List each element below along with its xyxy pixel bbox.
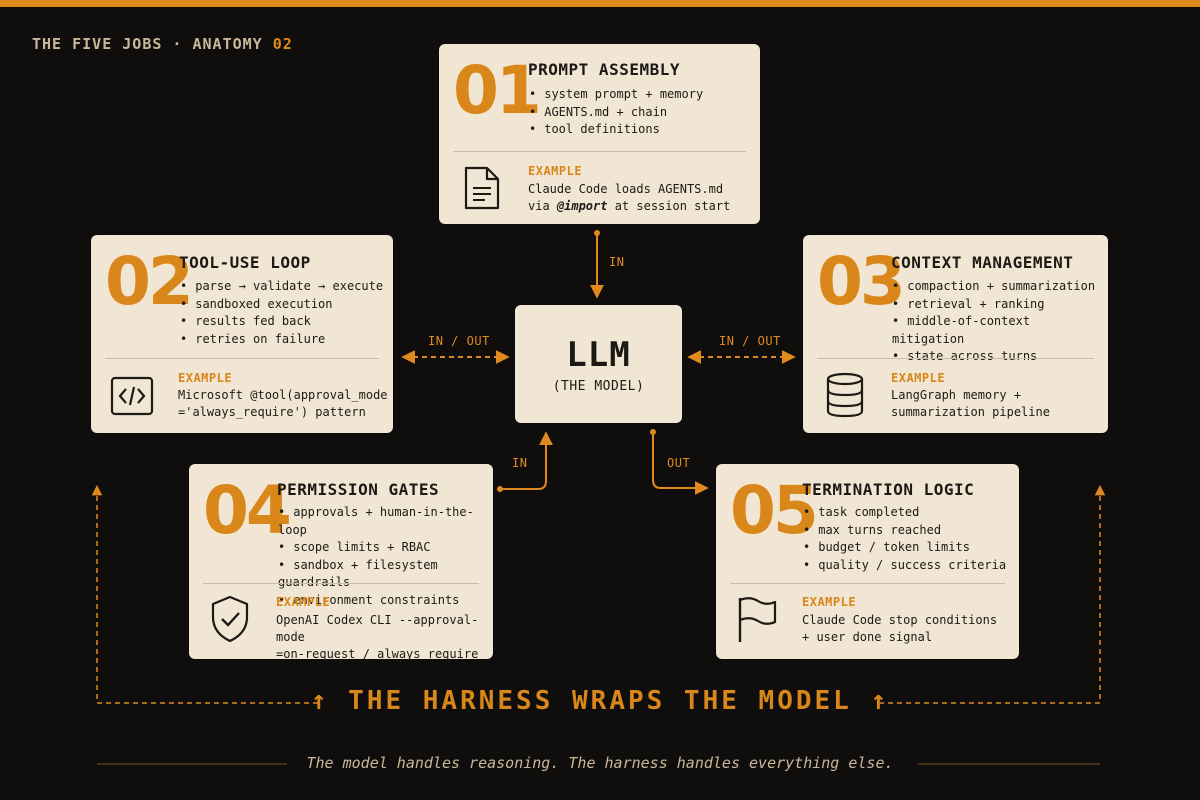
job-bullet: retries on failure — [180, 331, 383, 349]
example-fragment: via — [528, 199, 557, 213]
job-bullets: system prompt + memory AGENTS.md + chain… — [529, 86, 703, 139]
job-bullet: middle-of-context mitigation — [892, 313, 1108, 348]
job-title: PROMPT ASSEMBLY — [528, 60, 680, 79]
example-line: + user done signal — [802, 630, 933, 644]
card-divider — [203, 583, 479, 584]
job-number: 04 — [203, 472, 292, 549]
job-card-permission-gates: 04 PERMISSION GATES approvals + human-in… — [189, 464, 493, 661]
job-number: 03 — [817, 243, 906, 320]
database-icon — [826, 372, 864, 418]
connector-label-context: IN / OUT — [719, 334, 781, 348]
harness-wrap-line — [91, 484, 1106, 704]
code-icon — [110, 376, 154, 416]
job-title: CONTEXT MANAGEMENT — [891, 253, 1074, 272]
example-label: EXAMPLE — [802, 595, 857, 609]
job-bullet: scope limits + RBAC — [278, 539, 493, 557]
example-label: EXAMPLE — [528, 164, 583, 178]
arrow-llm-to-termination — [650, 429, 709, 495]
connector-label-termination: OUT — [667, 456, 691, 470]
document-icon — [464, 166, 500, 210]
arrow-prompt-to-llm — [590, 230, 604, 299]
job-bullet: environment constraints — [278, 592, 493, 610]
example-line: Claude Code stop conditions — [802, 613, 998, 627]
job-bullets: task completed max turns reached budget … — [803, 504, 1006, 574]
eyebrow-number: 02 — [272, 35, 293, 53]
example-line: via @import at session start — [528, 198, 730, 215]
card-divider — [105, 358, 379, 359]
example-text: OpenAI Codex CLI --approval-mode =on-req… — [276, 612, 493, 663]
job-bullet: state across turns — [892, 348, 1108, 366]
top-accent-bar — [0, 0, 1200, 7]
llm-title: LLM — [566, 335, 631, 375]
example-fragment: at session start — [607, 199, 731, 213]
job-bullet: sandboxed execution — [180, 296, 383, 314]
job-number: 02 — [105, 243, 194, 320]
eyebrow-title: THE FIVE JOBS · ANATOMY 02 — [32, 35, 293, 53]
job-bullet: quality / success criteria — [803, 557, 1006, 575]
connector-label-permission: IN — [512, 456, 528, 470]
example-label: EXAMPLE — [891, 371, 946, 385]
example-line: =on-request / always_require — [276, 647, 479, 661]
job-bullet: budget / token limits — [803, 539, 1006, 557]
example-line: OpenAI Codex CLI --approval-mode — [276, 613, 479, 644]
example-text: Claude Code loads AGENTS.md via @import … — [528, 181, 730, 215]
harness-heading: ↑ THE HARNESS WRAPS THE MODEL ↑ — [310, 686, 890, 716]
example-import-keyword: @import — [556, 199, 608, 213]
card-divider — [730, 583, 1005, 584]
job-bullet: sandbox + filesystem guardrails — [278, 557, 493, 592]
example-label: EXAMPLE — [276, 595, 331, 609]
job-bullets: compaction + summarization retrieval + r… — [892, 278, 1108, 366]
job-card-context-management: 03 CONTEXT MANAGEMENT compaction + summa… — [803, 235, 1108, 433]
example-line: Claude Code loads AGENTS.md — [528, 182, 724, 196]
example-line: LangGraph memory + — [891, 388, 1022, 402]
example-line: Microsoft @tool(approval_mode — [178, 388, 388, 402]
eyebrow-text: THE FIVE JOBS · ANATOMY — [32, 35, 263, 53]
job-bullet: parse → validate → execute — [180, 278, 383, 296]
job-bullet: results fed back — [180, 313, 383, 331]
card-divider — [453, 151, 746, 152]
flag-icon — [738, 597, 777, 642]
job-card-prompt-assembly: 01 PROMPT ASSEMBLY system prompt + memor… — [439, 44, 760, 224]
job-bullets: approvals + human-in-the-loop scope limi… — [278, 504, 493, 609]
arrow-permission-to-llm — [497, 431, 553, 492]
job-bullet: AGENTS.md + chain — [529, 104, 703, 122]
job-card-tool-use-loop: 02 TOOL-USE LOOP parse → validate → exec… — [91, 235, 393, 433]
connector-label-tool: IN / OUT — [428, 334, 490, 348]
job-card-termination-logic: 05 TERMINATION LOGIC task completed max … — [716, 464, 1019, 659]
tagline: The model handles reasoning. The harness… — [306, 754, 894, 772]
job-title: TOOL-USE LOOP — [179, 253, 311, 272]
example-label: EXAMPLE — [178, 371, 233, 385]
card-divider — [817, 358, 1094, 359]
job-bullet: compaction + summarization — [892, 278, 1108, 296]
example-text: Claude Code stop conditions + user done … — [802, 612, 997, 646]
job-bullet: task completed — [803, 504, 1006, 522]
example-text: LangGraph memory + summarization pipelin… — [891, 387, 1050, 421]
llm-box: LLM (THE MODEL) — [515, 305, 682, 423]
job-bullet: approvals + human-in-the-loop — [278, 504, 493, 539]
example-line: summarization pipeline — [891, 405, 1050, 419]
shield-check-icon — [211, 595, 249, 643]
job-bullet: max turns reached — [803, 522, 1006, 540]
job-bullet: system prompt + memory — [529, 86, 703, 104]
llm-subtitle: (THE MODEL) — [552, 379, 645, 394]
job-title: TERMINATION LOGIC — [802, 480, 975, 499]
job-title: PERMISSION GATES — [277, 480, 440, 499]
example-line: ='always_require') pattern — [178, 405, 366, 419]
job-bullet: tool definitions — [529, 121, 703, 139]
connector-label-prompt: IN — [609, 255, 625, 269]
job-bullet: retrieval + ranking — [892, 296, 1108, 314]
example-text: Microsoft @tool(approval_mode ='always_r… — [178, 387, 388, 421]
job-number: 01 — [453, 52, 542, 129]
job-bullets: parse → validate → execute sandboxed exe… — [180, 278, 383, 348]
